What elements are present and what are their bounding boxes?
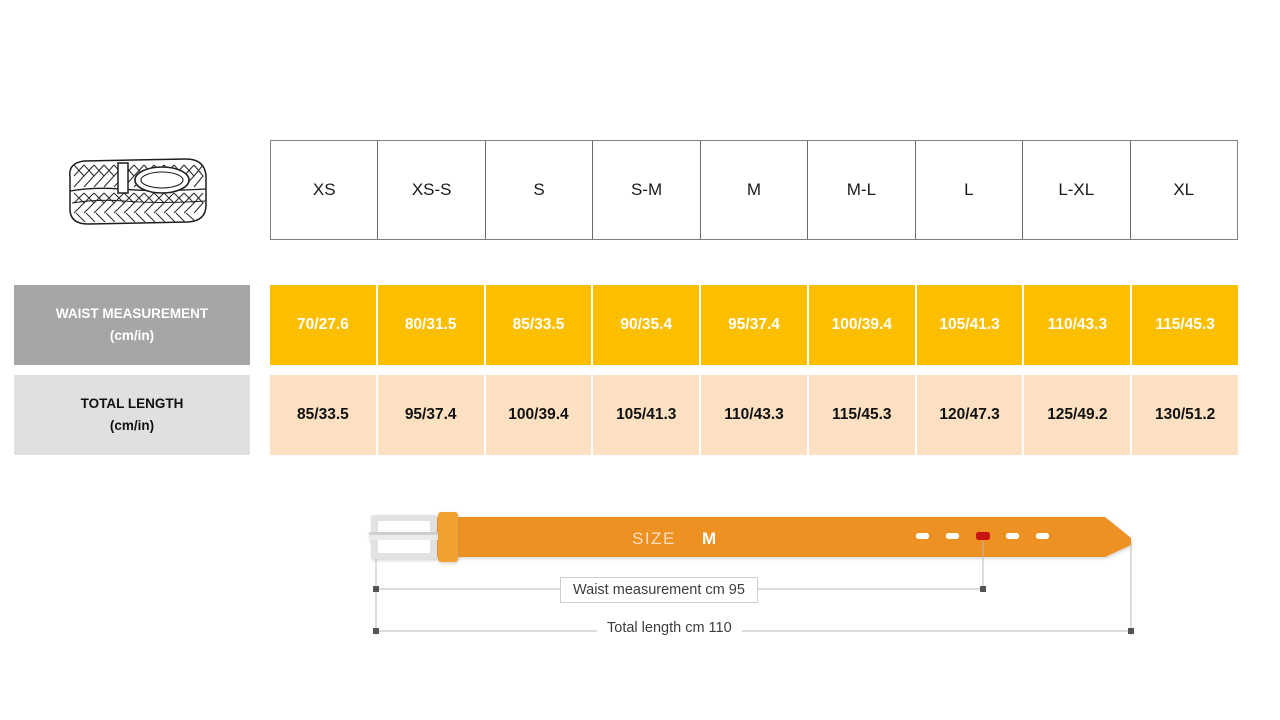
total-length-cell: 125/49.2 <box>1024 375 1133 455</box>
size-header-cell: S <box>486 141 594 239</box>
total-length-cell: 115/45.3 <box>808 375 917 455</box>
total-length-label-title: TOTAL LENGTH <box>80 395 184 411</box>
total-length-dimension-line <box>373 628 1134 634</box>
size-header-cell: XS-S <box>378 141 486 239</box>
total-length-row: 85/33.5 95/37.4 100/39.4 105/41.3 110/43… <box>270 375 1239 455</box>
waist-measurement-cell: 110/43.3 <box>1024 285 1133 365</box>
total-length-cell: 100/39.4 <box>485 375 594 455</box>
belt-keeper-loop-shape <box>438 512 458 562</box>
waist-measurement-row: 70/27.6 80/31.5 85/33.5 90/35.4 95/37.4 … <box>270 285 1239 365</box>
belt-size-value-label: M <box>702 529 717 548</box>
size-header-cell: L <box>916 141 1024 239</box>
total-length-cell: 110/43.3 <box>701 375 809 455</box>
size-header-cell: XS <box>271 141 379 239</box>
waist-measurement-cell: 90/35.4 <box>593 285 702 365</box>
total-length-cell: 85/33.5 <box>270 375 378 455</box>
waist-measurement-cell: 70/27.6 <box>270 285 378 365</box>
waist-measurement-cell: 100/39.4 <box>808 285 917 365</box>
belt-measurement-diagram <box>0 495 1280 665</box>
total-length-dimension-label: Total length cm 110 <box>597 618 742 638</box>
total-length-row-label: TOTAL LENGTH (cm/in) <box>14 375 250 455</box>
waist-measurement-cell: 95/37.4 <box>701 285 809 365</box>
belt-buckle-shape <box>369 515 441 559</box>
waist-measurement-cell: 115/45.3 <box>1132 285 1239 365</box>
waist-measurement-label-title: WAIST MEASUREMENT <box>55 305 209 321</box>
belt-holes <box>916 532 1049 540</box>
waist-measurement-row-label: WAIST MEASUREMENT (cm/in) <box>14 285 250 365</box>
dimension-witness-lines <box>375 541 1132 635</box>
waist-measurement-cell: 80/31.5 <box>377 285 486 365</box>
waist-dimension-label: Waist measurement cm 95 <box>560 577 758 603</box>
size-header-cell: M <box>701 141 809 239</box>
size-header-cell: XL <box>1173 180 1195 199</box>
total-length-cell: 95/37.4 <box>377 375 486 455</box>
waist-measurement-cell: 85/33.5 <box>485 285 594 365</box>
size-header-cell: L-XL <box>1023 141 1131 239</box>
total-length-label-units: (cm/in) <box>109 418 155 433</box>
total-length-cell: 105/41.3 <box>593 375 702 455</box>
size-header-cell: S-M <box>593 141 701 239</box>
waist-measurement-label-units: (cm/in) <box>109 328 155 343</box>
size-header-cell: M-L <box>808 141 916 239</box>
waist-measurement-cell: 105/41.3 <box>916 285 1025 365</box>
size-header-table: XS XS-S S S-M M M-L L L-XL XL <box>270 140 1238 240</box>
total-length-cell: 130/51.2 <box>1132 375 1239 455</box>
belt-strap-shape <box>432 517 1131 557</box>
braided-belt-illustration-icon <box>58 147 214 235</box>
total-length-cell: 120/47.3 <box>916 375 1025 455</box>
